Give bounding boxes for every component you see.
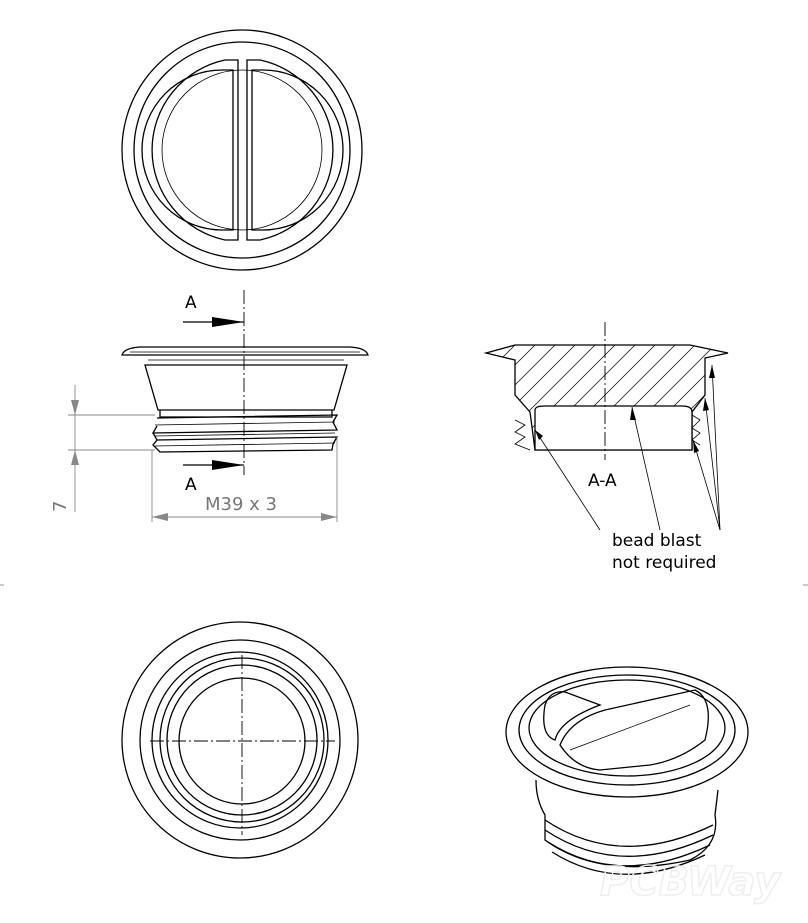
- note-leaders: [534, 364, 721, 531]
- section-marker-bottom: A: [185, 475, 197, 495]
- hatch-line: [699, 345, 728, 450]
- height-dimension: 7: [50, 501, 71, 512]
- hatch-line: [740, 340, 808, 460]
- bottom-view: [121, 621, 359, 859]
- hatch-line: [780, 340, 808, 460]
- watermark: PCBWay: [600, 859, 782, 905]
- note-line-2: not required: [612, 553, 716, 573]
- hatch-line: [719, 345, 728, 450]
- section-marker-top: A: [185, 293, 197, 313]
- hatch-line: [760, 340, 808, 460]
- hatch-line: [486, 345, 541, 450]
- section-view-label: A-A: [588, 471, 617, 491]
- side-view: A A: [121, 290, 369, 495]
- isometric-view: [505, 666, 749, 875]
- thread-dimension: M39 x 3: [205, 494, 277, 515]
- hatch-line: [679, 345, 728, 450]
- hatch-line: [486, 345, 521, 450]
- note-line-1: bead blast: [612, 531, 702, 551]
- section-arrow-bottom: [212, 460, 244, 470]
- section-view: A-A bead blast not required: [483, 322, 808, 573]
- section-arrow-top: [212, 317, 244, 327]
- dimensions: 7 M39 x 3: [50, 385, 338, 522]
- top-view: [121, 29, 363, 271]
